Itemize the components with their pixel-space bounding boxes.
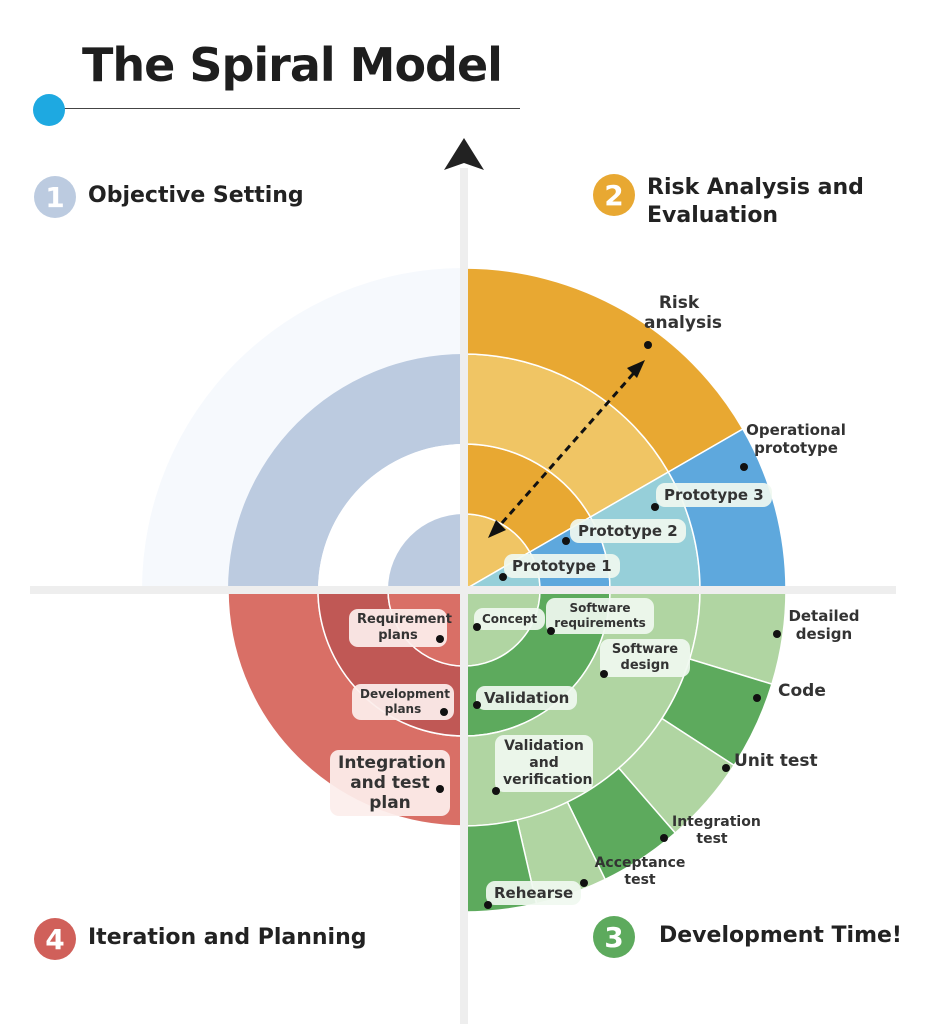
code-dot — [753, 694, 761, 702]
phase-1-label: Objective Setting — [88, 183, 304, 208]
phase-3: 3 Development Time! — [593, 916, 902, 958]
phase-4-badge: 4 — [34, 918, 76, 960]
phase-4: 4 Iteration and Planning — [34, 918, 367, 960]
label-risk-analysis: Risk analysis — [644, 293, 723, 333]
label-operational-prototype: Operational prototype — [746, 421, 846, 457]
label-development-plans: Development plans — [352, 684, 454, 720]
label-prototype-2: Prototype 2 — [570, 519, 686, 543]
risk-arrow-head-outer-icon — [627, 360, 645, 378]
phase-4-label: Iteration and Planning — [88, 925, 367, 950]
integration-test-dot — [660, 834, 668, 842]
label-integration-test-plan: Integration and test plan — [330, 750, 450, 816]
label-unit-test: Unit test — [734, 751, 818, 771]
prototype-3-dot — [651, 503, 659, 511]
detailed-design-dot — [773, 630, 781, 638]
operational-prototype-dot — [740, 463, 748, 471]
prototype-2-dot — [562, 537, 570, 545]
label-requirement-plans: Requirement plans — [349, 609, 452, 647]
label-software-requirements: Software requirements — [546, 598, 654, 634]
risk-analysis-dot — [644, 341, 652, 349]
quad1-ring-gap — [318, 444, 464, 590]
validation-dot — [473, 701, 481, 709]
label-prototype-1: Prototype 1 — [504, 554, 620, 578]
software-requirements-dot — [547, 627, 555, 635]
quad1-ring-outer — [228, 354, 464, 590]
phase-3-badge: 3 — [593, 916, 635, 958]
phase-3-label: Development Time! — [659, 923, 902, 948]
vertical-axis — [460, 168, 468, 1024]
phase-2-label: Risk Analysis and Evaluation — [647, 175, 864, 228]
prototype-1-dot — [499, 573, 507, 581]
phase-2-badge: 2 — [593, 174, 635, 216]
risk-arrow-head-inner-icon — [488, 520, 506, 538]
label-concept: Concept — [474, 608, 546, 630]
title-dot-icon — [33, 94, 65, 126]
acceptance-test-dot — [580, 879, 588, 887]
rehearse-dot — [484, 901, 492, 909]
phase-1-badge: 1 — [34, 176, 76, 218]
unit-test-dot — [722, 764, 730, 772]
concept-dot — [473, 623, 481, 631]
risk-arrow-line — [492, 365, 642, 533]
software-design-dot — [600, 670, 608, 678]
label-integration-test: Integration test — [672, 814, 761, 847]
label-validation: Validation — [476, 686, 578, 710]
phase-2: 2 Risk Analysis and Evaluation — [593, 174, 877, 230]
axis-arrow-icon — [444, 138, 484, 170]
page-title: The Spiral Model — [82, 38, 503, 92]
quad1-core — [388, 514, 464, 590]
label-rehearse: Rehearse — [486, 881, 582, 905]
label-validation-verification: Validation and verification — [495, 735, 593, 792]
phase-1: 1 Objective Setting — [34, 176, 304, 218]
label-prototype-3: Prototype 3 — [656, 483, 772, 507]
requirement-plans-dot — [436, 635, 444, 643]
label-detailed-design: Detailed design — [788, 607, 860, 643]
validation-verification-dot — [492, 787, 500, 795]
integration-test-plan-dot — [436, 785, 444, 793]
label-acceptance-test: Acceptance test — [594, 855, 686, 888]
title-underline — [60, 108, 520, 109]
development-plans-dot — [440, 708, 448, 716]
label-software-design: Software design — [600, 639, 690, 677]
label-code: Code — [778, 681, 826, 701]
